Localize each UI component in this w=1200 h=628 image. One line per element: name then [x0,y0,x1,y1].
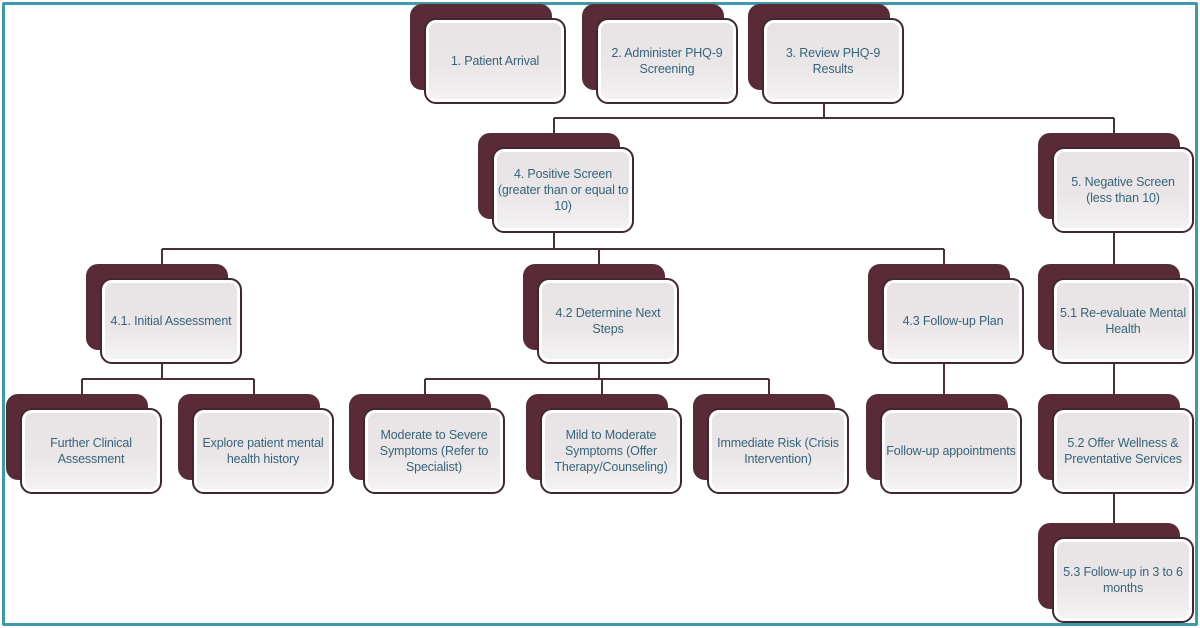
flow-node-4.2.a: Moderate to Severe Symptoms (Refer to Sp… [363,408,505,494]
flow-node-4.1.a: Further Clinical Assessment [20,408,162,494]
flow-node-label: 5.3 Follow-up in 3 to 6 months [1063,565,1183,595]
flow-node-label: Further Clinical Assessment [50,436,132,466]
flow-node-label: 5.1 Re-evaluate Mental Health [1060,306,1186,336]
flow-node-5.1: 5.1 Re-evaluate Mental Health [1052,278,1194,364]
flow-node-label: 1. Patient Arrival [450,54,540,68]
flow-node-4.1: 4.1. Initial Assessment [100,278,242,364]
flow-node-label: Immediate Risk (Crisis Intervention) [717,436,839,466]
flow-node-5.2: 5.2 Offer Wellness & Preventative Servic… [1052,408,1194,494]
flow-node-1: 1. Patient Arrival [424,18,566,104]
flow-node-label: Follow-up appointments [886,444,1016,458]
flow-node-label: Mild to Moderate Symptoms (Offer Therapy… [554,428,668,474]
flow-node-label: 3. Review PHQ-9 Results [785,46,881,76]
flow-node-label: 4.1. Initial Assessment [110,314,232,328]
flow-node-4.2.b: Mild to Moderate Symptoms (Offer Therapy… [540,408,682,494]
flow-node-label: 4.2 Determine Next Steps [555,306,661,336]
flow-node-label: Moderate to Severe Symptoms (Refer to Sp… [379,428,489,474]
flow-node-4.2.c: Immediate Risk (Crisis Intervention) [707,408,849,494]
flow-node-label: 2. Administer PHQ-9 Screening [611,46,723,76]
flow-node-4.3.a: Follow-up appointments [880,408,1022,494]
flow-node-4.2: 4.2 Determine Next Steps [537,278,679,364]
flow-node-3: 3. Review PHQ-9 Results [762,18,904,104]
flow-node-5: 5. Negative Screen (less than 10) [1052,147,1194,233]
flow-node-label: 4.3 Follow-up Plan [902,314,1004,328]
flow-node-2: 2. Administer PHQ-9 Screening [596,18,738,104]
flow-node-label: 5.2 Offer Wellness & Preventative Servic… [1064,436,1182,466]
flow-node-5.3: 5.3 Follow-up in 3 to 6 months [1052,537,1194,623]
flow-node-label: Explore patient mental health history [202,436,324,466]
flow-node-4.1.b: Explore patient mental health history [192,408,334,494]
flow-node-4: 4. Positive Screen (greater than or equa… [492,147,634,233]
flow-node-label: 4. Positive Screen (greater than or equa… [497,167,629,213]
flow-node-label: 5. Negative Screen (less than 10) [1071,175,1175,205]
flow-node-4.3: 4.3 Follow-up Plan [882,278,1024,364]
